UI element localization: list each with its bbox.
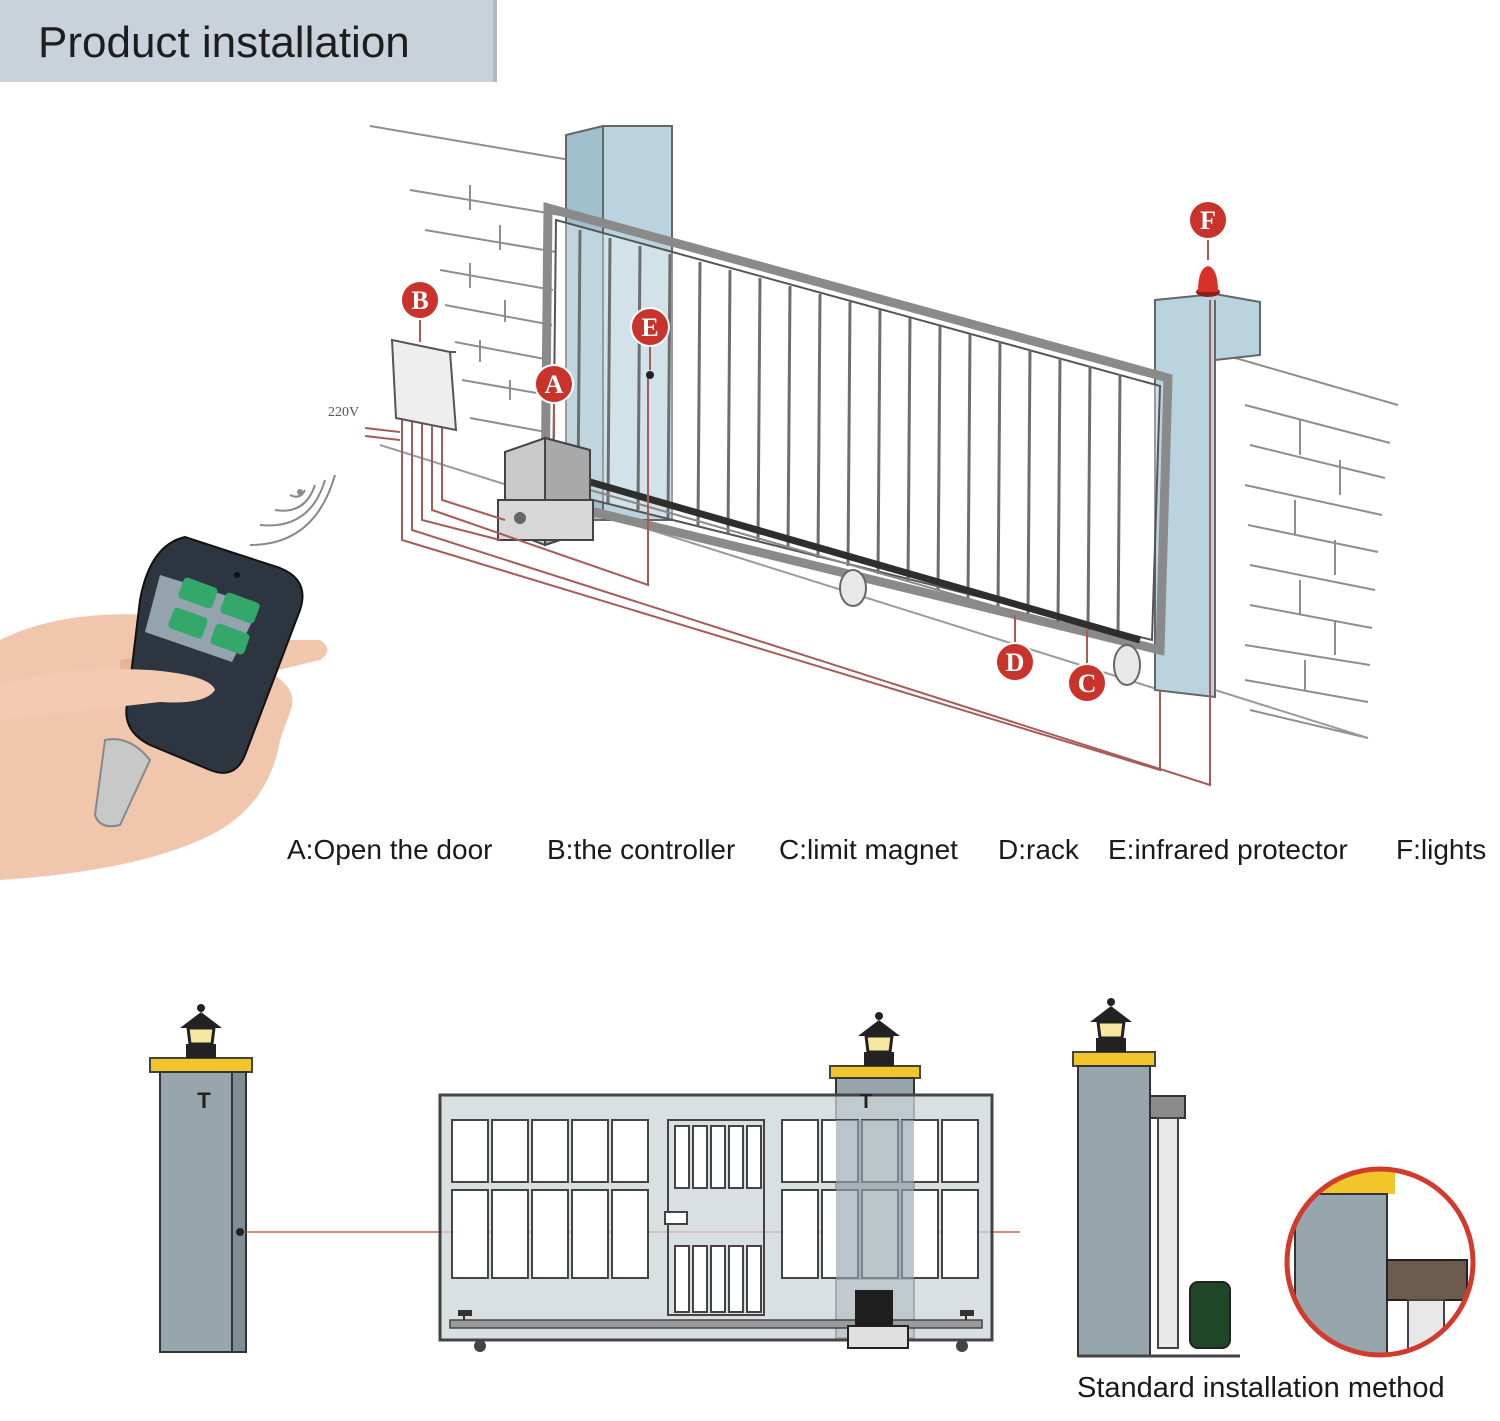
legend-item-e: E:infrared protector (1108, 834, 1348, 874)
controller-box (392, 340, 456, 430)
svg-text:T: T (860, 1091, 872, 1113)
sliding-gate (545, 208, 1168, 685)
gate-motor (498, 438, 593, 545)
installation-caption: Standard installation method (1077, 1372, 1445, 1405)
lower-sliding-gate: T (440, 1091, 992, 1352)
lamp-icon (1090, 998, 1132, 1052)
legend-item-f: F:lights (1396, 834, 1486, 874)
marker-c: C (1078, 669, 1097, 698)
svg-text:T: T (197, 1088, 211, 1113)
detail-magnifier (1280, 1162, 1480, 1370)
signal-waves-icon (250, 475, 335, 545)
lamp-icon (858, 1012, 900, 1066)
marker-a: A (545, 370, 564, 399)
right-lower-pillar (1073, 1052, 1240, 1356)
legend-item-c: C:limit magnet (779, 834, 958, 874)
marker-e: E (641, 313, 658, 342)
left-lower-pillar: T (150, 1058, 252, 1352)
voltage-label: 220V (328, 405, 359, 420)
right-brick-wall (1225, 355, 1398, 738)
legend-item-b: B:the controller (547, 834, 735, 874)
marker-f: F (1200, 206, 1216, 235)
lamp-icon (180, 1004, 222, 1058)
legend-item-d: D:rack (998, 834, 1079, 874)
marker-b: B (411, 286, 428, 315)
remote-control-hand (0, 537, 328, 880)
right-gate-pillar (1155, 294, 1260, 697)
marker-d: D (1006, 648, 1025, 677)
infrared-sensor-dot (646, 371, 654, 379)
warning-light (1196, 266, 1220, 297)
legend-item-a: A:Open the door (287, 834, 492, 874)
